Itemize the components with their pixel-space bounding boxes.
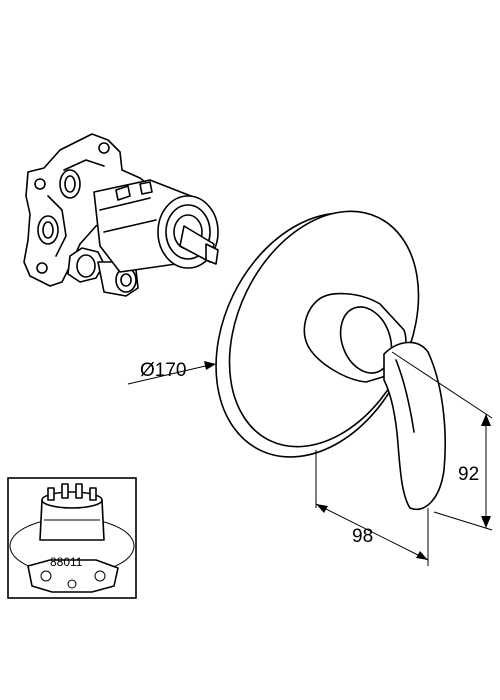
mixer-lever-illustration bbox=[303, 292, 446, 511]
dimension-diameter: Ø170 bbox=[127, 360, 216, 385]
concealed-valve-body-illustration bbox=[23, 133, 219, 297]
diameter-label: Ø170 bbox=[140, 360, 186, 381]
dimension-height: 92 bbox=[391, 351, 493, 531]
inset-part-number: 88011 bbox=[50, 555, 83, 569]
height-label: 92 bbox=[458, 464, 479, 485]
depth-label: 98 bbox=[352, 526, 373, 547]
dimension-depth: 98 bbox=[315, 450, 429, 566]
inset-box: 88011 bbox=[7, 477, 137, 599]
